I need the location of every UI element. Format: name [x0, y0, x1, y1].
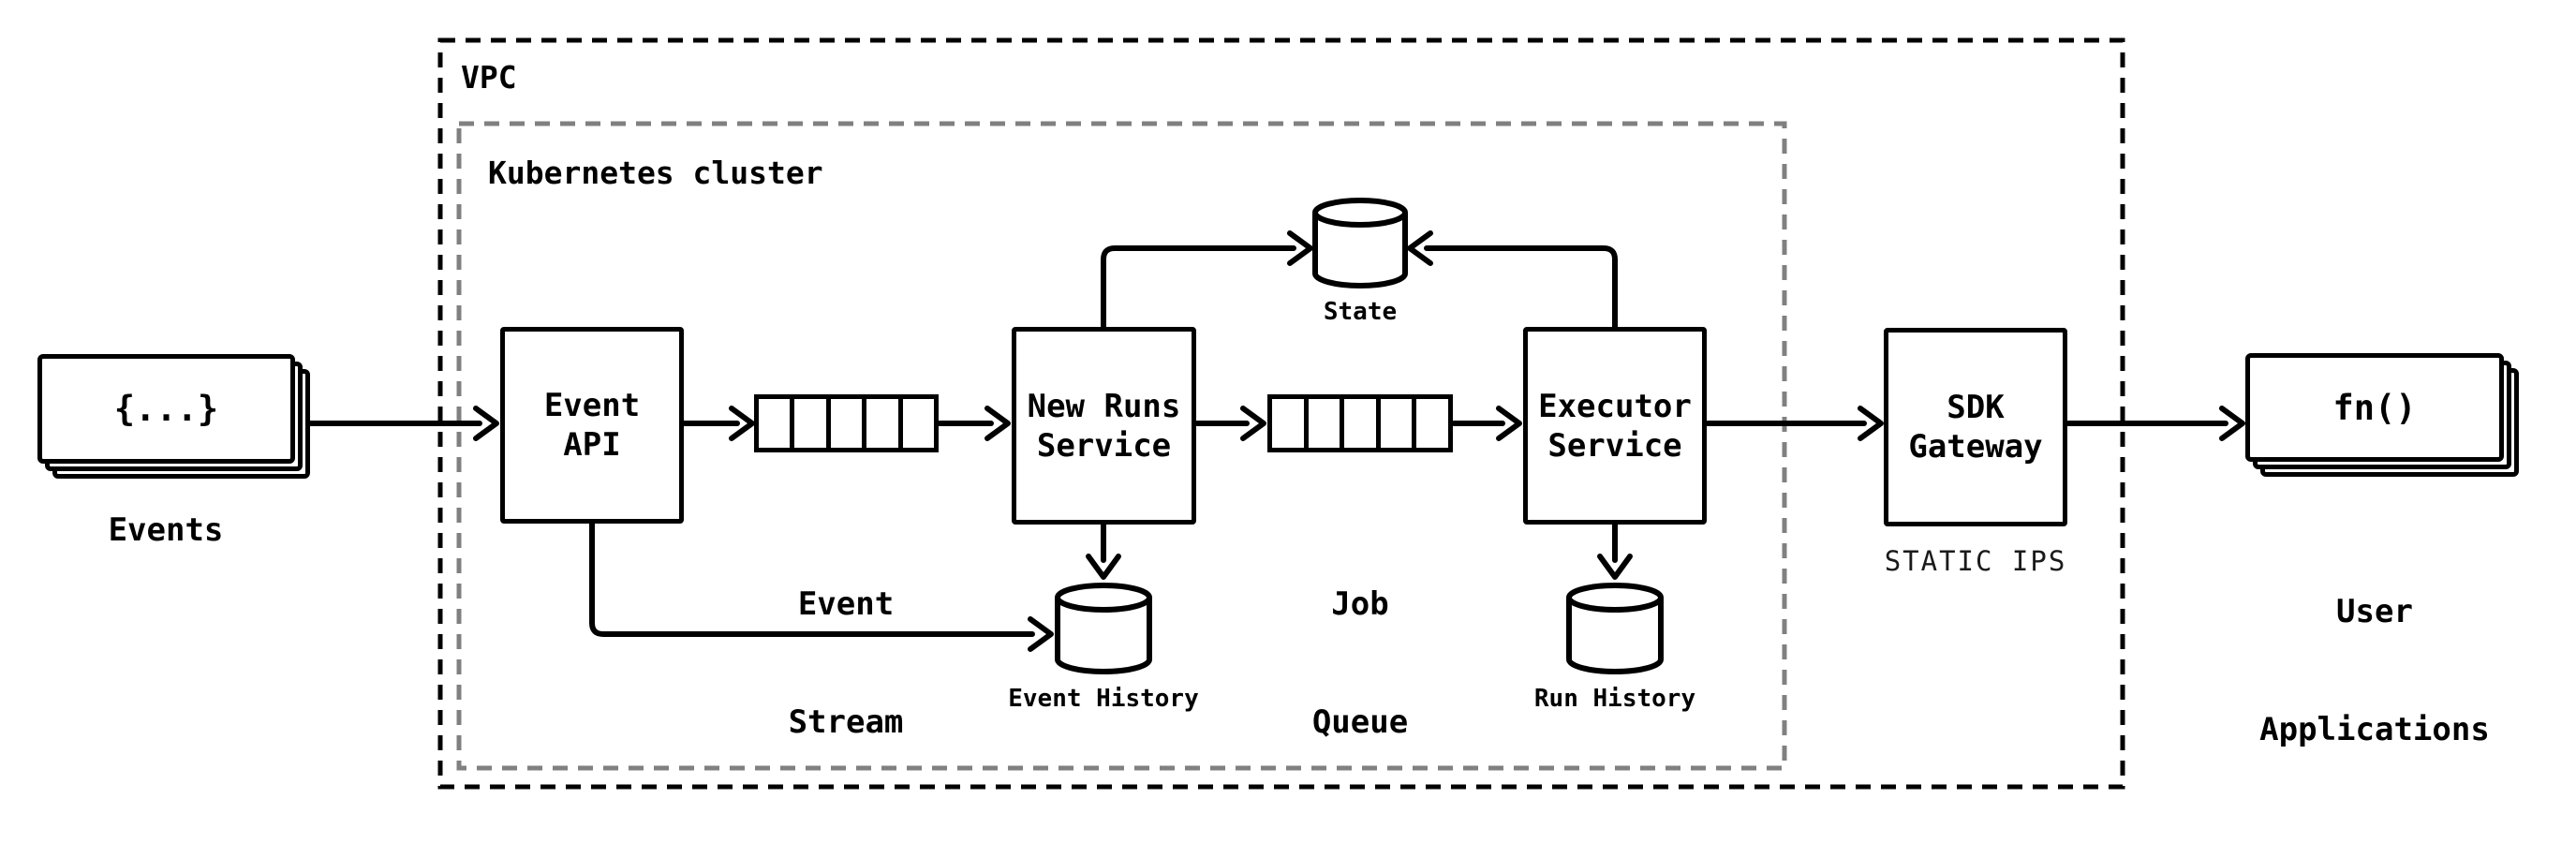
event-stream-label: Event Stream [752, 506, 940, 821]
sdk-gateway-label-line2: Gateway [1908, 428, 2043, 466]
user-applications-label-line1: User [2336, 593, 2413, 630]
sdk-gateway-node: SDK Gateway [1884, 328, 2067, 526]
new-runs-service-node: New Runs Service [1012, 327, 1196, 525]
event-stream-label-line1: Event [797, 585, 895, 623]
events-label: Events [108, 511, 224, 549]
events-stack: {...} [37, 354, 310, 479]
arrow-executor-service-to-sdk-gateway [1705, 406, 1884, 441]
event-stream-label-line2: Stream [788, 703, 904, 741]
executor-service-node: Executor Service [1523, 327, 1707, 525]
queue-cell [1344, 399, 1381, 448]
queue-cell [1416, 399, 1448, 448]
queue-cell [794, 399, 831, 448]
run-history-label: Run History [1533, 685, 1696, 713]
events-glyph: {...} [113, 389, 219, 429]
event-stream-queue-icon [754, 394, 939, 452]
arrow-executor-service-to-state [1407, 230, 1618, 333]
event-api-node: Event API [500, 327, 684, 524]
arrow-job-queue-to-executor-service [1451, 406, 1522, 441]
queue-cell [866, 399, 903, 448]
state-cylinder-icon [1312, 198, 1408, 288]
event-history-label: Event History [1008, 685, 1199, 713]
job-queue-label: Job Queue [1266, 506, 1454, 821]
new-runs-service-label-line1: New Runs [1027, 387, 1181, 425]
event-history-cylinder-icon [1055, 583, 1152, 674]
queue-cell [1309, 399, 1345, 448]
arrow-event-api-to-event-history [589, 519, 1054, 652]
arrow-event-api-to-event-stream [681, 406, 755, 441]
user-applications-glyph: fn() [2332, 387, 2417, 428]
state-label: State [1323, 298, 1398, 326]
new-runs-service-label-line2: Service [1036, 426, 1172, 465]
queue-cell [903, 399, 934, 448]
events-stack-front: {...} [37, 354, 295, 464]
arrow-event-stream-to-new-runs-service [937, 406, 1011, 441]
arrow-sdk-gateway-to-user-applications [2065, 406, 2245, 441]
job-queue-label-line1: Job [1331, 585, 1389, 623]
executor-service-label-line1: Executor [1538, 387, 1692, 425]
kubernetes-cluster-boundary [456, 121, 1787, 771]
arrow-events-to-event-api [295, 406, 499, 441]
arrow-new-runs-service-to-job-queue [1194, 406, 1266, 441]
executor-service-label-line2: Service [1547, 426, 1682, 465]
static-ips-label: STATIC IPS [1884, 545, 2067, 577]
user-applications-stack: fn() [2245, 353, 2519, 477]
arrow-new-runs-service-to-event-history [1086, 519, 1121, 580]
arrow-executor-service-to-run-history [1597, 519, 1633, 580]
vpc-boundary [437, 37, 2125, 790]
arrow-new-runs-service-to-state [1101, 230, 1313, 333]
user-applications-label-line2: Applications [2259, 711, 2490, 748]
queue-cell [1272, 399, 1309, 448]
user-applications-label: User Applications [2187, 513, 2562, 828]
kubernetes-cluster-label: Kubernetes cluster [488, 155, 823, 191]
queue-cell [831, 399, 867, 448]
event-api-label-line1: Event [543, 387, 641, 424]
user-applications-stack-front: fn() [2245, 353, 2504, 462]
vpc-label: VPC [461, 59, 517, 96]
event-api-label-line2: API [563, 426, 621, 464]
queue-cell [759, 399, 795, 448]
queue-cell [1381, 399, 1417, 448]
job-queue-label-line2: Queue [1311, 703, 1409, 741]
job-queue-icon [1267, 394, 1453, 452]
sdk-gateway-label-line1: SDK [1947, 389, 2005, 426]
run-history-cylinder-icon [1566, 583, 1664, 674]
